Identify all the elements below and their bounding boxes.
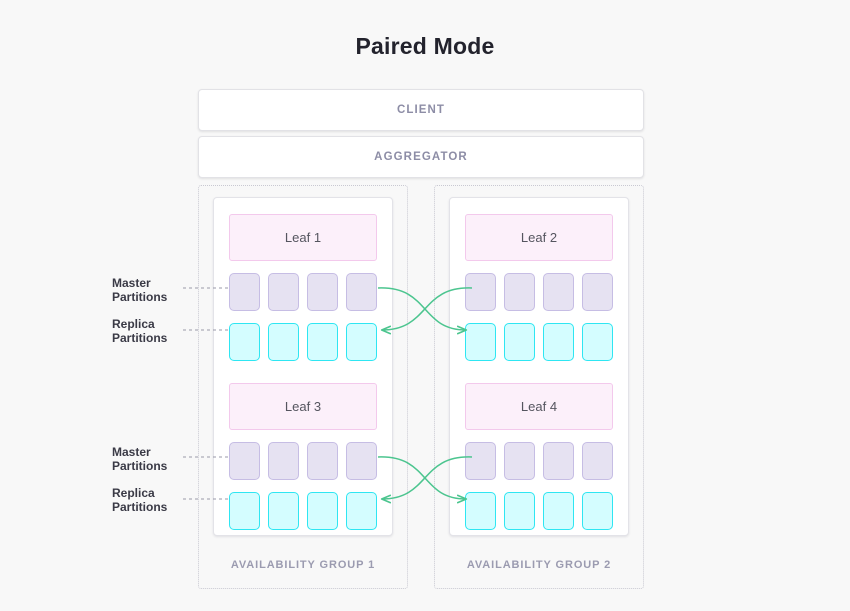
legend-replica-line-1: Replica: [112, 486, 155, 500]
legend-replica-line-1: Replica: [112, 317, 155, 331]
replica-partition: [582, 492, 613, 530]
replica-partition: [346, 323, 377, 361]
legend-master-line-2: Partitions: [112, 459, 168, 473]
availability-group-2-card: Leaf 2 Leaf 4: [449, 197, 629, 536]
leaf-node-1: Leaf 1: [229, 214, 377, 261]
replica-partition: [504, 492, 535, 530]
replica-partition: [346, 492, 377, 530]
master-partition: [543, 273, 574, 311]
master-partition: [504, 442, 535, 480]
legend-master-partitions-top: Master Partitions: [112, 276, 208, 304]
master-partition: [307, 442, 338, 480]
leaf-node-4: Leaf 4: [465, 383, 613, 430]
legend-replica-line-2: Partitions: [112, 500, 168, 514]
availability-group-2-label: AVAILABILITY GROUP 2: [466, 559, 612, 571]
replica-partition: [268, 323, 299, 361]
master-partition: [582, 273, 613, 311]
replica-partition: [307, 492, 338, 530]
leaf-node-2-label: Leaf 2: [520, 230, 558, 245]
legend-master-line-1: Master: [112, 276, 151, 290]
master-partition: [229, 442, 260, 480]
availability-group-2: AVAILABILITY GROUP 2: [434, 185, 644, 589]
master-partition: [582, 442, 613, 480]
replica-partition: [504, 323, 535, 361]
replica-partition: [543, 492, 574, 530]
leaf-block-3: Leaf 3: [229, 383, 377, 530]
master-partition-row-leaf-2: [465, 273, 613, 311]
master-partition-row-leaf-1: [229, 273, 377, 311]
replica-partition: [465, 492, 496, 530]
leaf-node-2: Leaf 2: [465, 214, 613, 261]
master-partition: [307, 273, 338, 311]
master-partition: [543, 442, 574, 480]
legend-master-partitions-bottom: Master Partitions: [112, 445, 208, 473]
replica-partition-row-leaf-4: [465, 492, 613, 530]
replica-partition: [229, 492, 260, 530]
replica-partition: [229, 323, 260, 361]
replica-partition: [582, 323, 613, 361]
master-partition: [346, 273, 377, 311]
replica-partition-row-leaf-1: [229, 323, 377, 361]
leaf-node-3-label: Leaf 3: [284, 399, 322, 414]
replica-partition-row-leaf-2: [465, 323, 613, 361]
master-partition: [465, 273, 496, 311]
replica-partition-row-leaf-3: [229, 492, 377, 530]
master-partition-row-leaf-4: [465, 442, 613, 480]
legend-replica-line-2: Partitions: [112, 331, 168, 345]
replica-partition: [307, 323, 338, 361]
replica-partition: [543, 323, 574, 361]
master-partition: [346, 442, 377, 480]
master-partition: [465, 442, 496, 480]
availability-group-1-card: Leaf 1 Leaf 3: [213, 197, 393, 536]
leaf-node-3: Leaf 3: [229, 383, 377, 430]
master-partition: [229, 273, 260, 311]
master-partition: [504, 273, 535, 311]
availability-group-1-label: AVAILABILITY GROUP 1: [230, 559, 376, 571]
leaf-node-1-label: Leaf 1: [284, 230, 322, 245]
legend-replica-partitions-bottom: Replica Partitions: [112, 486, 208, 514]
aggregator-label: AGGREGATOR: [374, 151, 468, 163]
aggregator-node: AGGREGATOR: [198, 136, 644, 178]
master-partition: [268, 442, 299, 480]
master-partition-row-leaf-3: [229, 442, 377, 480]
availability-group-1: AVAILABILITY GROUP 1: [198, 185, 408, 589]
leaf-block-2: Leaf 2: [465, 214, 613, 361]
leaf-block-1: Leaf 1: [229, 214, 377, 361]
master-partition: [268, 273, 299, 311]
legend-master-line-2: Partitions: [112, 290, 168, 304]
replica-partition: [268, 492, 299, 530]
legend-master-line-1: Master: [112, 445, 151, 459]
replica-partition: [465, 323, 496, 361]
leaf-block-4: Leaf 4: [465, 383, 613, 530]
legend-replica-partitions-top: Replica Partitions: [112, 317, 208, 345]
client-label: CLIENT: [396, 104, 446, 116]
leaf-node-4-label: Leaf 4: [520, 399, 558, 414]
page-title: Paired Mode: [355, 33, 495, 59]
client-node: CLIENT: [198, 89, 644, 131]
